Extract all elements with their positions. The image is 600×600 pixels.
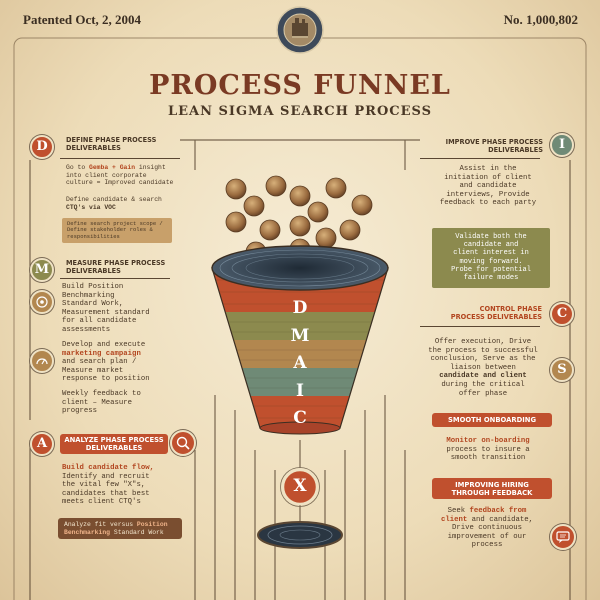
funnel-letter-d: D bbox=[292, 298, 308, 318]
measure-text-1: Build Position Benchmarking Standard Wor… bbox=[62, 283, 150, 334]
analyze-letter-badge: A bbox=[30, 432, 54, 456]
control-divider bbox=[420, 326, 540, 327]
improve-divider bbox=[420, 158, 540, 159]
analyze-fit-box: Analyze fit versus Position Benchmarking… bbox=[58, 518, 182, 540]
seal-logo bbox=[276, 6, 324, 54]
target-icon bbox=[30, 290, 54, 314]
define-scope-box: Define search project scope / Define sta… bbox=[62, 218, 172, 244]
measure-heading: MEASURE PHASE PROCESS DELIVERABLES bbox=[66, 259, 166, 275]
control-s-badge: S bbox=[550, 358, 574, 382]
funnel-letter-i: I bbox=[296, 381, 304, 401]
improve-heading: IMPROVE PHASE PROCESS DELIVERABLES bbox=[445, 138, 543, 154]
analyze-text: Build candidate flow, Identify and recru… bbox=[62, 464, 154, 507]
measure-divider bbox=[60, 278, 170, 279]
define-text-1: Go to Gemba + Gain insight into client c… bbox=[66, 164, 174, 187]
define-text-2: Define candidate & search CTQ's via VOC bbox=[66, 196, 162, 211]
chat-bubble-icon bbox=[550, 524, 576, 550]
control-text: Offer execution, Drive the process to su… bbox=[428, 338, 538, 398]
improve-validate-box: Validate both the candidate and client i… bbox=[432, 228, 550, 288]
feedback-text: Seek feedback from client and candidate,… bbox=[441, 507, 533, 550]
gauge-icon bbox=[30, 349, 54, 373]
control-heading: CONTROL PHASE PROCESS DELIVERABLES bbox=[450, 305, 542, 321]
define-heading: DEFINE PHASE PROCESS DELIVERABLES bbox=[66, 136, 157, 152]
measure-text-2: Develop and execute marketing campaign a… bbox=[62, 341, 150, 384]
feedback-banner: IMPROVING HIRING THROUGH FEEDBACK bbox=[432, 478, 552, 499]
onboarding-text: Monitor on-boarding process to insure a … bbox=[446, 437, 530, 463]
funnel-bands bbox=[212, 268, 388, 428]
funnel-letter-c: C bbox=[293, 408, 307, 428]
magnifier-icon bbox=[170, 430, 196, 456]
analyze-banner: ANALYZE PHASE PROCESS DELIVERABLES bbox=[60, 434, 168, 454]
funnel-output-x: X bbox=[293, 476, 307, 496]
improve-letter-badge: I bbox=[550, 133, 574, 157]
measure-text-3: Weekly feedback to client – Measure prog… bbox=[62, 390, 141, 416]
define-letter-badge: D bbox=[30, 135, 54, 159]
patent-number: No. 1,000,802 bbox=[503, 12, 578, 27]
onboarding-banner: SMOOTH ONBOARDING bbox=[432, 413, 552, 427]
page-title: PROCESS FUNNEL bbox=[149, 70, 451, 101]
funnel-letter-m: M bbox=[290, 326, 310, 346]
control-letter-badge: C bbox=[550, 302, 574, 326]
page-subtitle: LEAN SIGMA SEARCH PROCESS bbox=[167, 104, 433, 119]
measure-letter-badge: M bbox=[30, 258, 54, 282]
improve-text: Assist in the initiation of client and c… bbox=[439, 165, 537, 208]
patent-date: Patented Oct, 2, 2004 bbox=[23, 12, 142, 27]
funnel-letter-a: A bbox=[293, 353, 307, 373]
define-divider bbox=[60, 158, 180, 159]
